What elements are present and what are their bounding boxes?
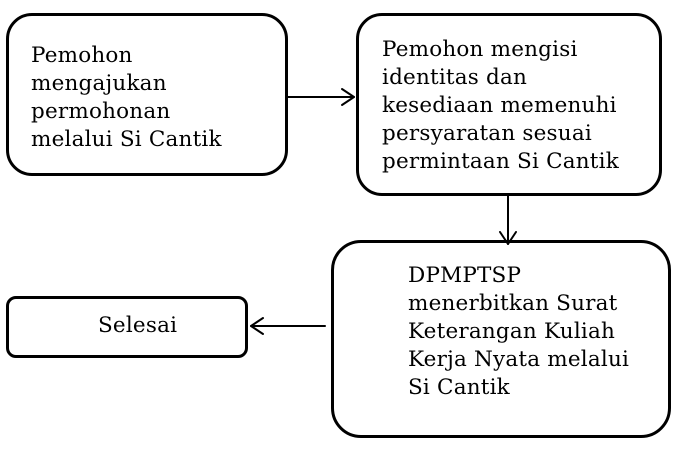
step-2-box xyxy=(356,13,662,196)
arrow-step3-to-step4 xyxy=(250,317,326,335)
arrow-step1-to-step2 xyxy=(287,88,355,106)
step-1-text: Pemohon mengajukan permohonan melalui Si… xyxy=(31,43,222,152)
step-3-text: DPMPTSP menerbitkan Surat Keterangan Kul… xyxy=(408,263,630,400)
step-3-box xyxy=(331,240,671,438)
step-1-box xyxy=(6,13,288,176)
step-4-text: Selesai xyxy=(98,313,178,338)
step-4-box xyxy=(6,296,248,358)
step-2-text: Pemohon mengisi identitas dan kesediaan … xyxy=(382,37,619,174)
arrow-step2-to-step3 xyxy=(499,195,517,245)
